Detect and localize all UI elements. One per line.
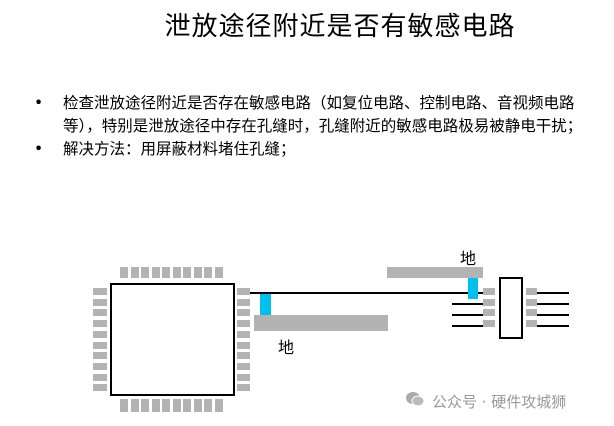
chip-pin-top	[193, 267, 202, 278]
bullet-text: 检查泄放途径附近是否存在敏感电路（如复位电路、控制电路、音视频电路等），特别是泄…	[63, 94, 583, 135]
connector-lead	[532, 303, 569, 305]
chip-body	[110, 283, 235, 396]
chip-pin-right	[237, 309, 250, 317]
connector-pad-right	[526, 288, 537, 295]
connector-pad-right	[526, 298, 537, 306]
chip-pin-bottom	[120, 399, 128, 412]
bullet-list: • 检查泄放途径附近是否存在敏感电路（如复位电路、控制电路、音视频电路等），特别…	[34, 92, 594, 161]
chip-pin-bottom	[151, 399, 160, 412]
chip-pin-right	[237, 330, 250, 338]
connector-lead	[532, 314, 569, 316]
chip-pin-bottom	[183, 399, 191, 412]
bullet-text: 解决方法：用屏蔽材料堵住孔缝；	[63, 140, 296, 158]
chip-pin-right	[237, 320, 250, 328]
bullet-item: • 解决方法：用屏蔽材料堵住孔缝；	[34, 138, 594, 161]
watermark-text: 公众号 · 硬件攻城狮	[432, 393, 567, 411]
chip-pin-top	[141, 267, 149, 278]
chip-pin-bottom	[162, 399, 170, 412]
chip-pin-left	[93, 330, 107, 338]
chip-pin-top	[204, 267, 212, 278]
connector-lead	[452, 303, 483, 305]
connector-pad-right	[526, 320, 537, 328]
connector-lead	[452, 314, 483, 316]
chip-pin-right	[237, 288, 250, 295]
chip-pin-top	[120, 267, 128, 278]
signal-trace	[238, 292, 483, 294]
chip-pin-top	[130, 267, 139, 278]
page-title: 泄放途径附近是否有敏感电路	[164, 12, 516, 42]
chip-pin-left	[93, 352, 107, 360]
chip-pin-top	[172, 267, 181, 278]
connector-pad-right	[526, 309, 537, 317]
chip-pin-bottom	[204, 399, 212, 412]
chip-pin-left	[93, 384, 107, 392]
connector-pad-left	[483, 320, 495, 328]
chip-pin-right	[237, 362, 250, 370]
ground-label-bottom: 地	[278, 338, 295, 357]
gap-right	[468, 278, 478, 299]
chip-pin-left	[93, 341, 107, 349]
chip-pin-left	[93, 320, 107, 328]
chip-pin-right	[237, 352, 250, 360]
bullet-marker: •	[34, 140, 44, 158]
wechat-icon	[405, 391, 425, 407]
bullet-marker: •	[34, 94, 44, 112]
chip-pin-left	[93, 298, 107, 306]
bullet-item: • 检查泄放途径附近是否存在敏感电路（如复位电路、控制电路、音视频电路等），特别…	[34, 92, 594, 138]
chip-pin-top	[183, 267, 191, 278]
chip-pin-right	[237, 341, 250, 349]
chip-pin-top	[162, 267, 170, 278]
chip-pin-bottom	[214, 399, 223, 412]
connector-pad-left	[483, 288, 495, 295]
connector-lead	[532, 292, 569, 294]
chip-pin-bottom	[141, 399, 149, 412]
connector-body	[499, 277, 523, 339]
chip-pin-right	[237, 373, 250, 381]
ground-plane-top	[387, 267, 483, 278]
connector-lead	[532, 325, 569, 327]
ground-label-top: 地	[460, 249, 477, 268]
chip-pin-right	[237, 384, 250, 392]
chip-pin-left	[93, 362, 107, 370]
chip-pin-bottom	[172, 399, 181, 412]
watermark: 公众号 · 硬件攻城狮	[406, 391, 567, 412]
chip-pin-bottom	[130, 399, 139, 412]
chip-pin-top	[151, 267, 160, 278]
chip-pin-left	[93, 373, 107, 381]
connector-pad-left	[483, 309, 495, 317]
connector-lead	[452, 325, 483, 327]
ground-plane-bottom	[254, 315, 388, 331]
chip-pin-right	[237, 298, 250, 306]
connector-pad-left	[483, 298, 495, 306]
chip-pin-bottom	[193, 399, 202, 412]
gap-left	[260, 294, 271, 315]
chip-pin-left	[93, 288, 107, 295]
chip-pin-top	[214, 267, 223, 278]
chip-pin-left	[93, 309, 107, 317]
